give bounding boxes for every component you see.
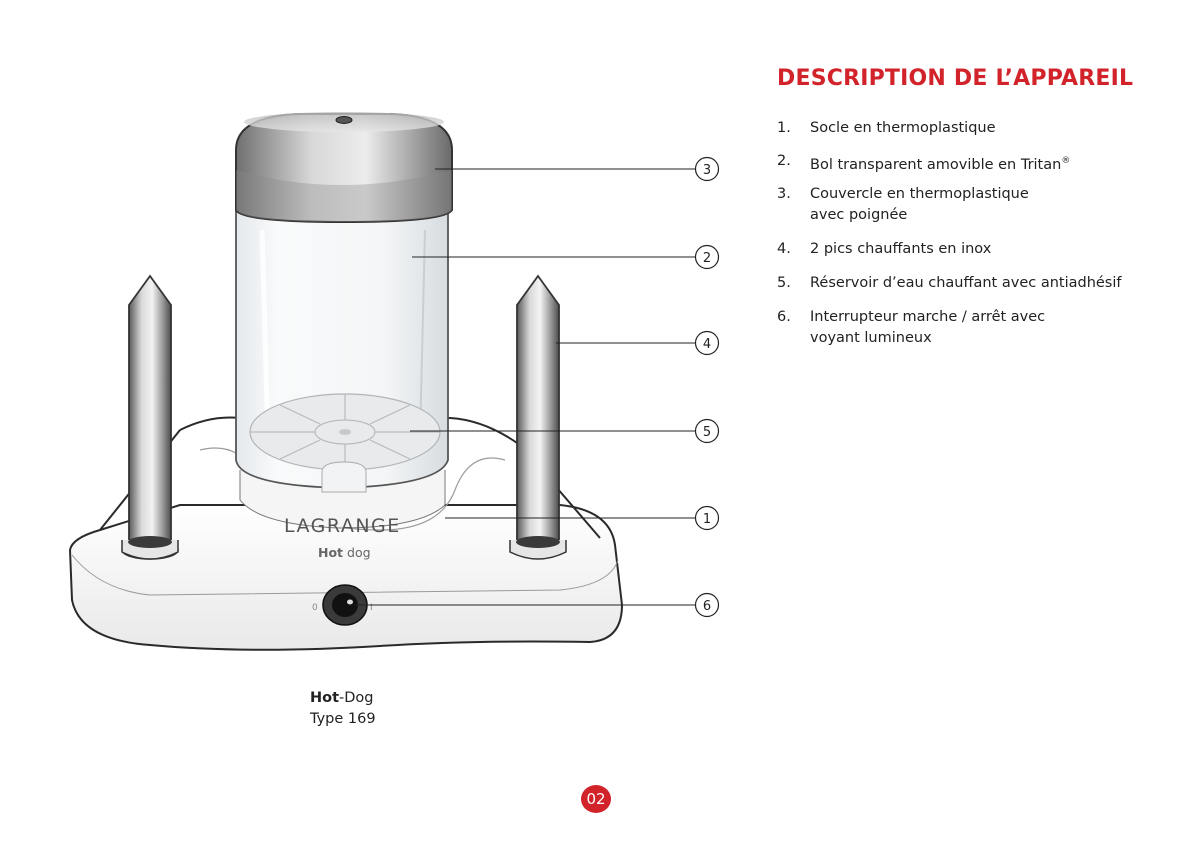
item-number: 4. xyxy=(777,241,791,257)
svg-text:2: 2 xyxy=(703,251,711,266)
product-name: Hot-Dog xyxy=(310,690,374,706)
svg-text:4: 4 xyxy=(703,337,711,352)
callout-2: 2 xyxy=(694,244,720,270)
brand-logo: LAGRANGE xyxy=(284,515,401,537)
callout-4: 4 xyxy=(694,330,720,356)
item-number: 2. xyxy=(777,153,791,169)
item-number: 1. xyxy=(777,120,791,136)
left-spike xyxy=(121,274,179,560)
item-number: 6. xyxy=(777,309,791,325)
bowl xyxy=(235,204,449,493)
item-number: 5. xyxy=(777,275,791,291)
product-type: Type 169 xyxy=(310,711,376,727)
item-text: Réservoir d’eau chauffant avec antiadhés… xyxy=(810,275,1122,291)
model-label: Hot dog xyxy=(318,545,371,560)
svg-text:3: 3 xyxy=(703,163,711,178)
svg-text:5: 5 xyxy=(703,425,711,440)
lid xyxy=(235,112,453,224)
svg-text:6: 6 xyxy=(703,599,711,614)
item-number: 3. xyxy=(777,186,791,202)
callout-lines xyxy=(355,168,695,606)
switch-off-label: 0 xyxy=(312,603,318,613)
right-spike xyxy=(509,274,567,560)
callout-6: 6 xyxy=(694,592,720,618)
product-caption: Hot-Dog Type 169 xyxy=(310,688,376,730)
item-text: 2 pics chauffants en inox xyxy=(810,241,992,257)
page-number-badge: 02 xyxy=(581,785,611,813)
callout-1: 1 xyxy=(694,505,720,531)
svg-text:1: 1 xyxy=(703,512,711,527)
callout-5: 5 xyxy=(694,418,720,444)
power-switch[interactable] xyxy=(322,584,368,626)
item-text: Socle en thermoplastique xyxy=(810,120,996,136)
registered-mark: ® xyxy=(1061,156,1071,166)
section-heading: DESCRIPTION DE L’APPAREIL xyxy=(777,66,1134,91)
switch-on-label: I xyxy=(370,603,373,613)
item-text: Bol transparent amovible en Tritan® xyxy=(810,156,1071,173)
callout-3: 3 xyxy=(694,156,720,182)
